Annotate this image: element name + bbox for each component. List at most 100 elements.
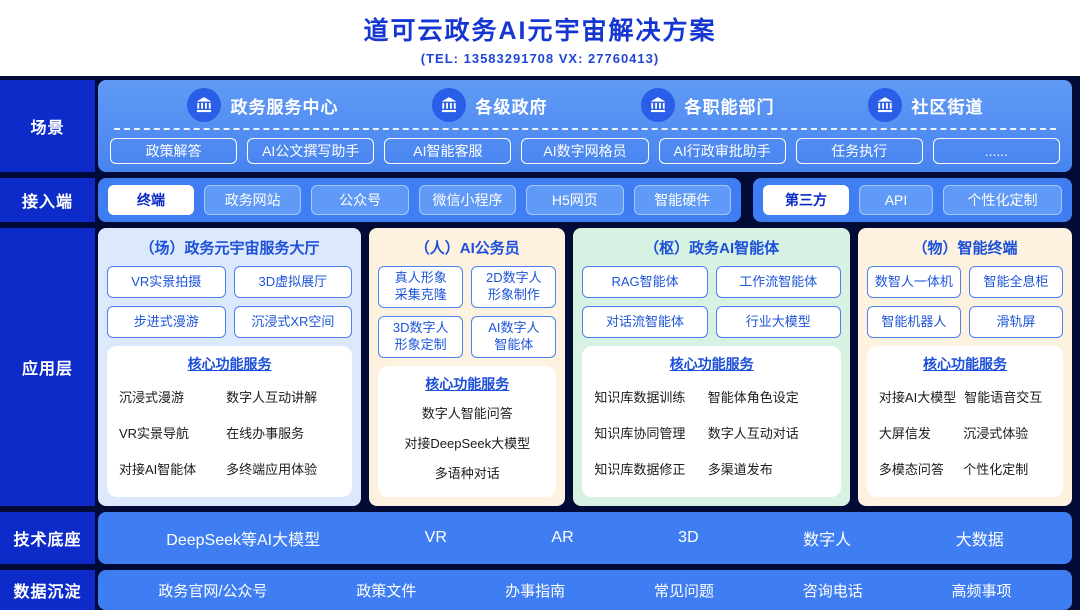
core-service-row: 知识库协同管理 数字人互动对话 (594, 425, 799, 441)
page-title: 道可云政务AI元宇宙解决方案 (363, 16, 717, 45)
feature-button: 数智人一体机 (866, 266, 961, 298)
scene-entity: 各级政府 (431, 88, 548, 122)
core-services-box: 核心功能服务 沉浸式漫游 数字人互动讲解 VR实景导航 在线办事服务 对接AI智… (107, 346, 353, 497)
tech-item: 大数据 (955, 532, 1004, 549)
feature-button: 工作流智能体 (715, 266, 841, 298)
layer-label-scene: 场景 (0, 80, 95, 172)
feature-button: 真人形象 采集克隆 (378, 266, 464, 308)
data-band: 政务官网/公众号 政策文件 办事指南 常见问题 咨询电话 高频事项 (98, 570, 1072, 610)
scene-entity-label: 各级政府 (475, 97, 548, 117)
capability-chip: AI智能客服 (384, 138, 512, 164)
core-service-row: 多模态问答 个性化定制 (878, 462, 1029, 478)
core-services-title: 核心功能服务 (425, 375, 510, 392)
access-chip: 微信小程序 (418, 185, 517, 215)
data-item: 政务官网/公众号 (158, 582, 268, 600)
feature-button: 滑轨屏 (968, 306, 1063, 338)
feature-buttons: 数智人一体机 智能全息柜 智能机器人 滑轨屏 (866, 266, 1063, 338)
thirdparty-label: 第三方 (762, 185, 849, 215)
core-services-list: 数字人智能问答 对接DeepSeek大模型 多语种对话 (388, 398, 546, 487)
feature-button: RAG智能体 (582, 266, 708, 298)
data-item: 常见问题 (653, 582, 714, 600)
capability-chip: 政策解答 (110, 138, 238, 164)
feature-button: 3D数字人 形象定制 (378, 315, 464, 358)
app-column-title: （人）AI公务员 (414, 240, 520, 257)
application-band: （场）政务元宇宙服务大厅 VR实景拍摄 3D虚拟展厅 步进式漫游 沉浸式XR空间… (98, 228, 1072, 506)
feature-button: 沉浸式XR空间 (233, 306, 353, 338)
app-column-metaverse-hall: （场）政务元宇宙服务大厅 VR实景拍摄 3D虚拟展厅 步进式漫游 沉浸式XR空间… (98, 228, 362, 506)
capability-chip: AI行政审批助手 (658, 138, 786, 164)
diagram-body: 场景 政务服务中心 各级政府 (0, 76, 1080, 610)
access-chip: 公众号 (311, 185, 409, 215)
data-item: 政策文件 (356, 582, 417, 600)
app-column-title: （物）智能终端 (912, 240, 1018, 257)
terminal-label: 终端 (108, 185, 194, 215)
feature-button: 智能全息柜 (968, 266, 1063, 298)
feature-button: 3D虚拟展厅 (233, 266, 353, 298)
core-service-row: 沉浸式漫游 数字人互动讲解 (119, 389, 318, 405)
core-service-row: 知识库数据训练 智能体角色设定 (594, 389, 799, 405)
data-item: 办事指南 (505, 582, 566, 600)
capability-chip: 任务执行 (795, 138, 923, 164)
app-column-ai-agent: （枢）政务AI智能体 RAG智能体 工作流智能体 对话流智能体 行业大模型 核心… (573, 228, 850, 506)
feature-button: 智能机器人 (866, 306, 961, 338)
core-services-list: 对接AI大模型 智能语音交互 大屏信发 沉浸式体验 多模态问答 个性化定制 (877, 378, 1053, 487)
core-service-row: 对接AI智能体 多终端应用体验 (119, 462, 318, 478)
data-item: 高频事项 (951, 582, 1012, 600)
access-chip: API (858, 185, 933, 215)
layer-label-access: 接入端 (0, 178, 95, 222)
core-service-row: 数字人智能问答 (421, 405, 513, 421)
layer-label-data: 数据沉淀 (0, 570, 95, 610)
core-service-row: 对接AI大模型 智能语音交互 (878, 389, 1043, 405)
tech-item: DeepSeek等AI大模型 (166, 532, 321, 549)
layer-label-application: 应用层 (0, 228, 95, 506)
access-chip: 个性化定制 (942, 185, 1062, 215)
thirdparty-access-group: 第三方 API 个性化定制 (752, 178, 1072, 222)
core-service-row: VR实景导航 在线办事服务 (119, 425, 305, 441)
app-column-ai-civil-servant: （人）AI公务员 真人形象 采集克隆 2D数字人 形象制作 3D数字人 形象定制… (369, 228, 566, 506)
core-services-box: 核心功能服务 对接AI大模型 智能语音交互 大屏信发 沉浸式体验 多模态问答 个 (866, 346, 1063, 497)
header: 道可云政务AI元宇宙解决方案 (TEL: 13583291708 VX: 277… (0, 0, 1080, 76)
scene-entity-label: 政务服务中心 (230, 97, 339, 117)
feature-buttons: VR实景拍摄 3D虚拟展厅 步进式漫游 沉浸式XR空间 (107, 266, 353, 338)
app-column-title: （场）政务元宇宙服务大厅 (139, 240, 320, 257)
core-service-row: 对接DeepSeek大模型 (404, 435, 531, 451)
scene-entity: 各职能部门 (640, 88, 775, 122)
contact-info: (TEL: 13583291708 VX: 27760413) (420, 50, 660, 66)
app-column-title: （枢）政务AI智能体 (644, 240, 780, 257)
core-services-title: 核心功能服务 (669, 356, 754, 372)
feature-buttons: 真人形象 采集克隆 2D数字人 形象制作 3D数字人 形象定制 AI数字人 智能… (378, 266, 557, 358)
core-services-list: 沉浸式漫游 数字人互动讲解 VR实景导航 在线办事服务 对接AI智能体 多终端应… (117, 378, 342, 487)
layer-label-tech-base: 技术底座 (0, 512, 95, 564)
core-service-row: 知识库数据修正 多渠道发布 (594, 462, 773, 478)
scene-entities: 政务服务中心 各级政府 各职能部门 (110, 88, 1060, 122)
tech-item: AR (551, 529, 574, 546)
scene-band: 政务服务中心 各级政府 各职能部门 (98, 80, 1072, 172)
access-band: 终端 政务网站 公众号 微信小程序 H5网页 智能硬件 第三方 API 个性化定… (98, 178, 1072, 222)
feature-button: VR实景拍摄 (107, 266, 226, 298)
core-services-title: 核心功能服务 (922, 356, 1007, 372)
core-service-row: 多语种对话 (434, 465, 500, 481)
tech-item: 3D (678, 529, 699, 546)
scene-entity-label: 各职能部门 (684, 97, 775, 117)
government-building-icon (867, 88, 902, 122)
data-item: 咨询电话 (802, 582, 863, 600)
government-building-icon (431, 88, 466, 122)
feature-button: 2D数字人 形象制作 (471, 266, 557, 308)
core-services-title: 核心功能服务 (187, 356, 272, 372)
app-column-smart-terminal: （物）智能终端 数智人一体机 智能全息柜 智能机器人 滑轨屏 核心功能服务 对接… (857, 228, 1072, 506)
core-services-box: 核心功能服务 知识库数据训练 智能体角色设定 知识库协同管理 数字人互动对话 知… (582, 346, 841, 497)
capability-chip: AI公文撰写助手 (247, 138, 375, 164)
scene-entity-label: 社区街道 (911, 97, 984, 117)
access-chip: 政务网站 (204, 185, 302, 215)
capability-chip: AI数字网格员 (521, 138, 649, 164)
access-chip: H5网页 (526, 185, 624, 215)
dashed-divider (114, 128, 1056, 130)
scene-entity: 社区街道 (867, 88, 984, 122)
feature-buttons: RAG智能体 工作流智能体 对话流智能体 行业大模型 (582, 266, 841, 338)
core-service-row: 大屏信发 沉浸式体验 (878, 425, 1029, 441)
feature-button: 步进式漫游 (107, 306, 226, 338)
core-services-box: 核心功能服务 数字人智能问答 对接DeepSeek大模型 多语种对话 (378, 365, 557, 497)
tech-base-band: DeepSeek等AI大模型 VR AR 3D 数字人 大数据 (98, 512, 1072, 564)
feature-button: 行业大模型 (715, 306, 841, 338)
